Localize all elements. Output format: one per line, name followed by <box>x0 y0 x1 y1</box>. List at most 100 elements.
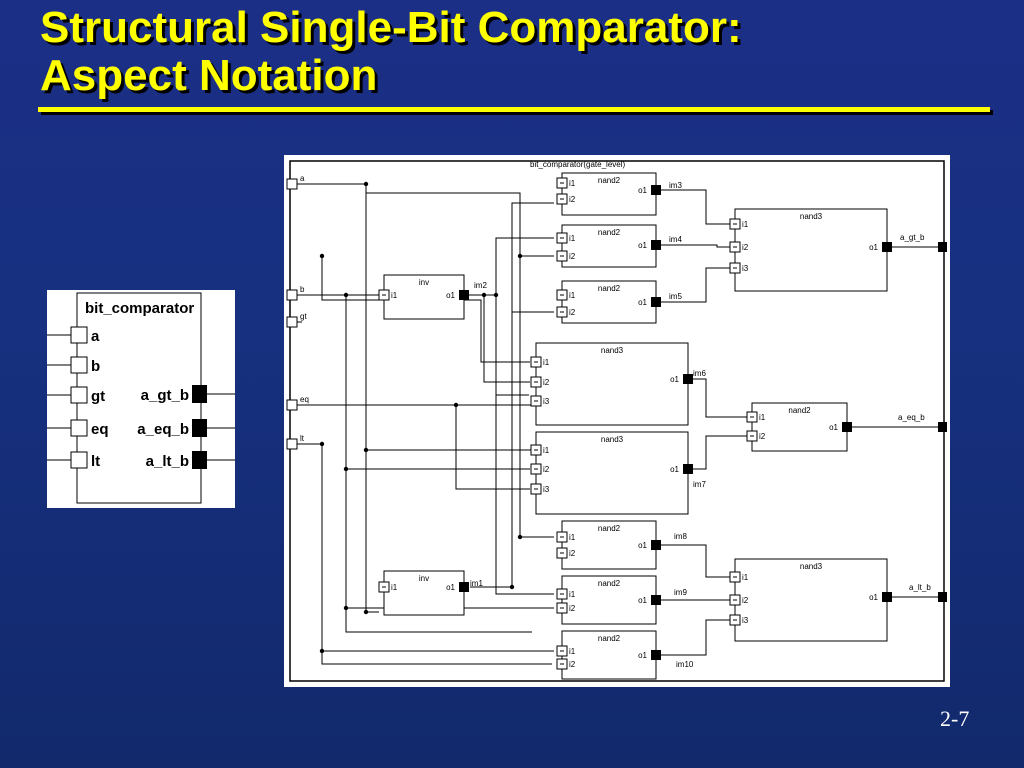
schematic-title: bit_comparator(gate_level) <box>530 160 625 169</box>
net-label: im5 <box>669 292 682 301</box>
title-underline <box>38 107 990 112</box>
gate-type-label: inv <box>419 574 429 583</box>
nand2-gate: nand2 i1 i2 o1 <box>556 172 661 216</box>
output-port-label: a_gt_b <box>900 233 925 242</box>
junction-dot <box>453 402 459 408</box>
gate-type-label: nand2 <box>598 176 621 185</box>
gate-input-label: i1 <box>569 234 576 243</box>
gate-type-label: nand3 <box>601 435 624 444</box>
gate-input-label: i1 <box>391 291 398 300</box>
junction-dot <box>343 605 349 611</box>
net-label: im10 <box>676 660 694 669</box>
symbol-output-pin <box>192 419 207 437</box>
gate-body <box>561 520 657 570</box>
gate-type-label: nand2 <box>598 579 621 588</box>
gate-output-pin <box>882 242 892 252</box>
input-port-label: gt <box>300 312 307 321</box>
net-label: im4 <box>669 235 682 244</box>
gate-input-label: i3 <box>543 397 550 406</box>
gate-body <box>535 342 689 426</box>
gate-type-label: nand2 <box>598 524 621 533</box>
gate-input-label: i1 <box>569 179 576 188</box>
gate-output-pin <box>651 297 661 307</box>
junction-dot <box>363 181 369 187</box>
symbol-output-label: a_gt_b <box>141 387 189 404</box>
symbol-output-pin <box>192 451 207 469</box>
slide-title-line1: Structural Single-Bit Comparator: <box>40 3 742 52</box>
gate-type-label: nand3 <box>800 562 823 571</box>
gate-output-pin <box>651 240 661 250</box>
junction-dot <box>343 292 349 298</box>
gate-output-pin <box>842 422 852 432</box>
gate-output-label: o1 <box>446 583 455 592</box>
gate-output-label: o1 <box>446 291 455 300</box>
gate-output-pin <box>651 595 661 605</box>
gate-input-label: i2 <box>569 252 576 261</box>
wires <box>302 183 938 665</box>
wire <box>650 619 731 656</box>
junction-dot <box>517 534 523 540</box>
wire <box>455 405 530 490</box>
input-port <box>286 316 298 328</box>
junction-dot <box>493 292 499 298</box>
gate-type-label: nand3 <box>601 346 624 355</box>
wire <box>345 295 532 633</box>
wire <box>366 192 554 257</box>
gate-output-label: o1 <box>638 241 647 250</box>
input-port-label: lt <box>300 434 305 443</box>
gate-input-label: i1 <box>543 358 550 367</box>
input-port <box>286 399 298 411</box>
gate-output-pin <box>683 464 693 474</box>
net-label: im9 <box>674 588 687 597</box>
gate-output-label: o1 <box>638 651 647 660</box>
output-port-label: a_eq_b <box>898 413 925 422</box>
gate-output-label: o1 <box>638 186 647 195</box>
junction-dot <box>481 292 487 298</box>
gate-output-pin <box>683 374 693 384</box>
gate-output-pin <box>651 185 661 195</box>
wire <box>483 295 530 383</box>
wire <box>511 311 554 587</box>
output-port <box>938 242 947 252</box>
net-label: im3 <box>669 181 682 190</box>
net-label: im8 <box>674 532 687 541</box>
junction-dot <box>319 441 325 447</box>
junction-dot <box>343 466 349 472</box>
gate-body <box>383 570 465 616</box>
junction-dot <box>509 584 515 590</box>
gate-body <box>734 208 888 292</box>
schematic-frame <box>289 160 945 682</box>
input-port <box>286 289 298 301</box>
junction-dot <box>319 253 325 259</box>
gate-input-label: i2 <box>569 195 576 204</box>
slide-title: Structural Single-Bit Comparator: Aspect… <box>40 4 742 100</box>
gate-input-label: i2 <box>543 378 550 387</box>
gate-input-label: i1 <box>569 590 576 599</box>
symbol-input-label: b <box>91 358 100 375</box>
symbol-output-pin <box>192 385 207 403</box>
gate-output-label: o1 <box>829 423 838 432</box>
page-number: 2-7 <box>940 706 970 731</box>
gate-input-label: i1 <box>759 413 766 422</box>
gate-output-label: o1 <box>869 593 878 602</box>
symbol-input-pin <box>70 326 88 344</box>
gate-output-pin <box>459 582 469 592</box>
gate-input-label: i1 <box>742 220 749 229</box>
gate-input-label: i1 <box>569 533 576 542</box>
wire <box>302 443 552 665</box>
gate-input-label: i3 <box>742 264 749 273</box>
gate-input-label: i2 <box>759 432 766 441</box>
wire <box>302 183 379 613</box>
symbol-input-pin <box>70 451 88 469</box>
input-port <box>286 178 298 190</box>
